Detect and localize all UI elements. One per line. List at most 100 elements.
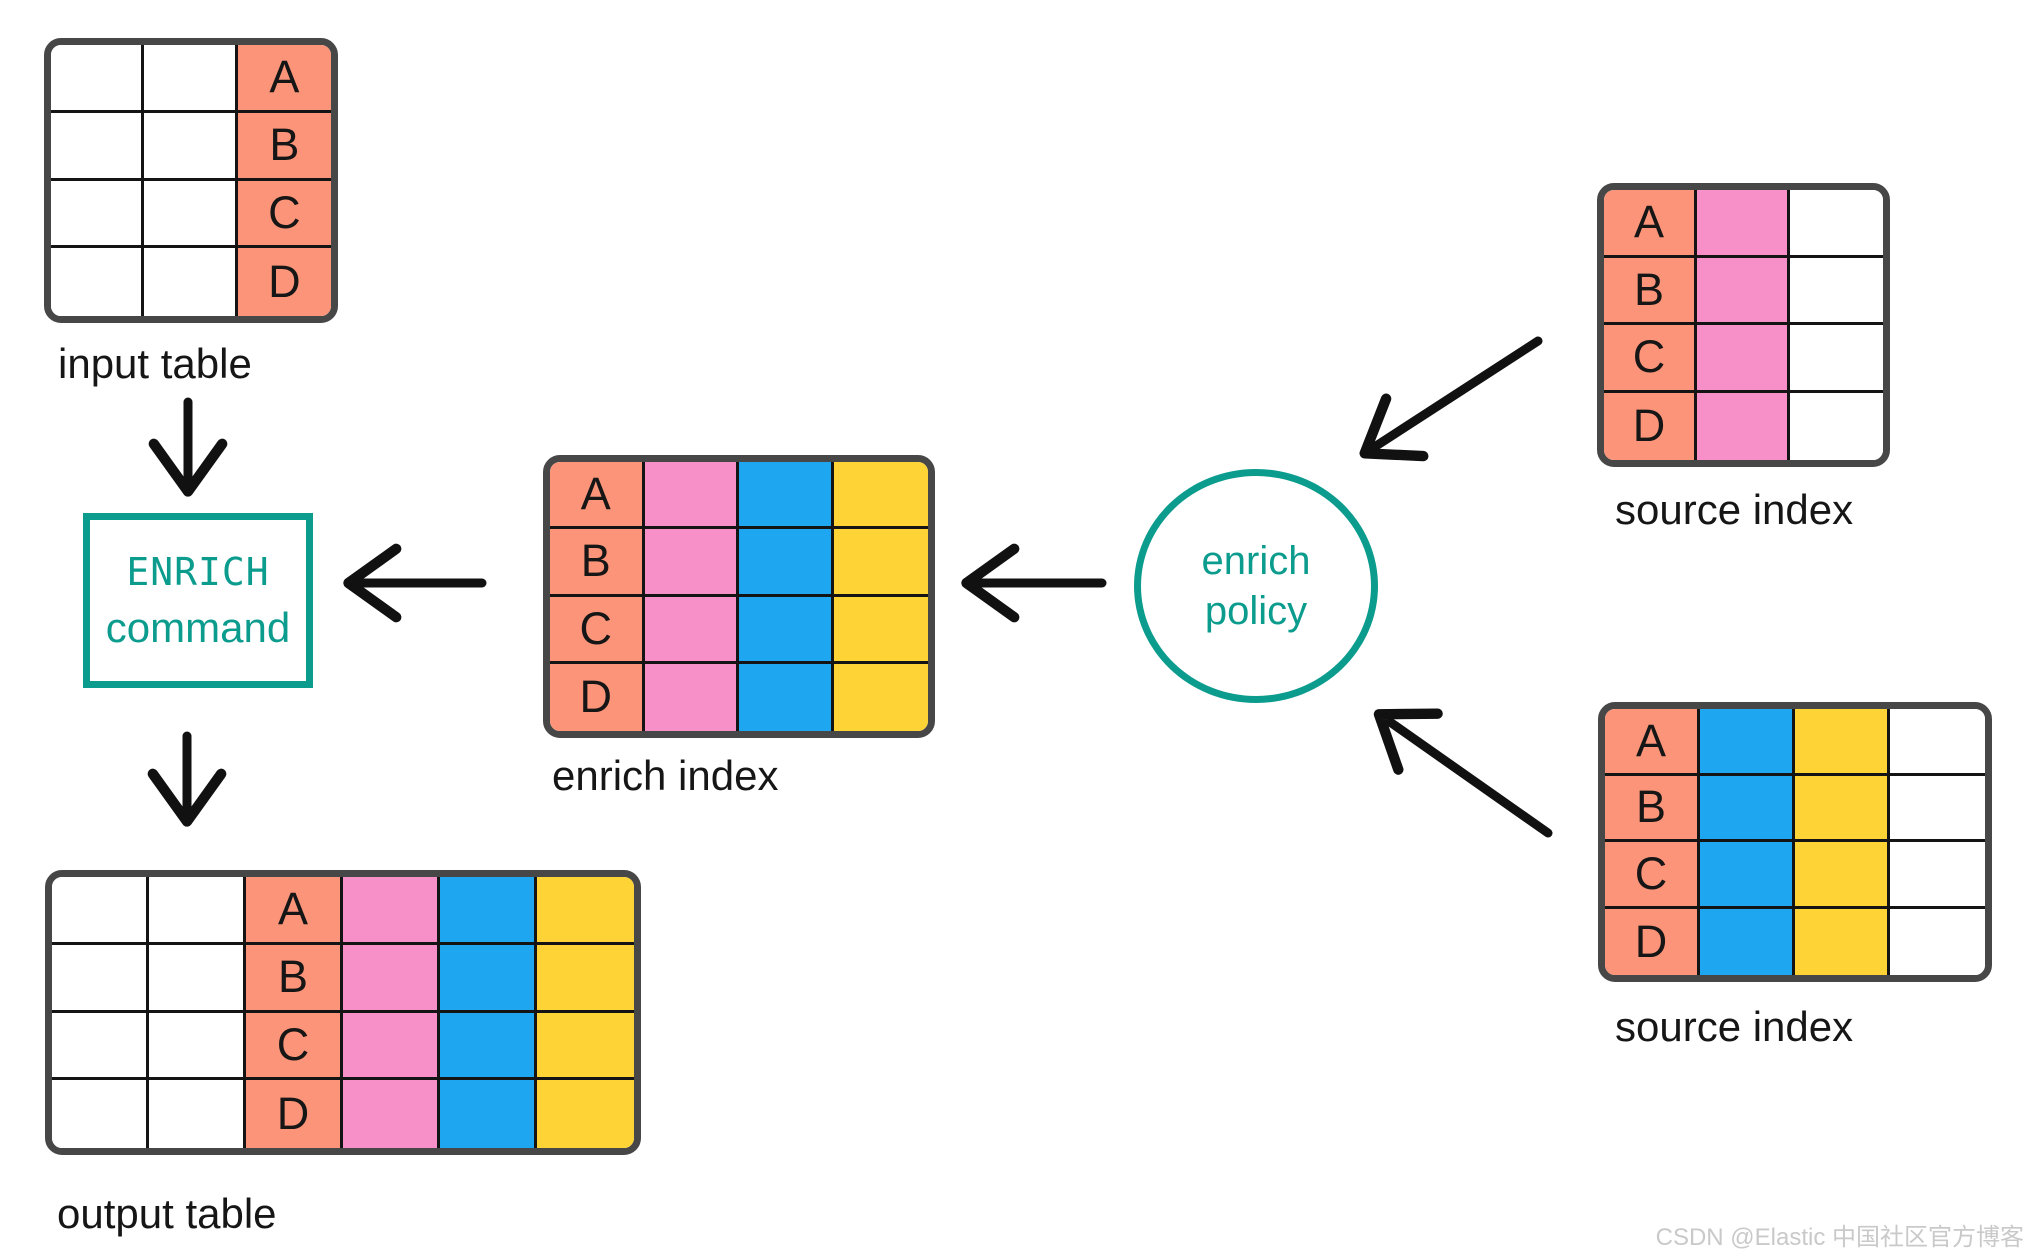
table-cell-yellow xyxy=(537,1012,634,1081)
table-cell-blank xyxy=(144,112,238,181)
table-cell-yellow xyxy=(537,877,634,945)
table-cell-yellow xyxy=(1795,709,1890,776)
table-cell-blue xyxy=(1700,842,1795,909)
table-cell-pink xyxy=(1697,257,1790,325)
table-cell-pink xyxy=(644,462,739,530)
table-cell-blank xyxy=(1790,257,1883,325)
table-cell-pink xyxy=(1697,325,1790,393)
table-cell-key: A xyxy=(237,45,331,113)
table-cell-blank xyxy=(51,45,145,113)
cell-letter: D xyxy=(1634,915,1668,967)
cell-letter: A xyxy=(1633,196,1664,248)
arrow-source-bottom-to-policy xyxy=(1373,708,1553,838)
enrich-policy-circle: enrich policy xyxy=(1134,469,1378,703)
table-cell-blue xyxy=(440,1080,537,1148)
enrich-index-table: A B C D xyxy=(543,455,935,738)
source-index-bottom-table: A B C D xyxy=(1598,702,1992,982)
cell-letter: B xyxy=(580,535,611,587)
table-cell-yellow xyxy=(833,529,928,597)
source-index-top-table: A B C D xyxy=(1597,183,1890,467)
table-cell-pink xyxy=(343,1012,440,1081)
input-table: A B C D xyxy=(44,38,338,323)
table-cell-blank xyxy=(52,944,149,1013)
enrich-command-box: ENRICH command xyxy=(83,513,313,688)
table-cell-blank xyxy=(51,180,145,249)
table-cell-yellow xyxy=(833,462,928,530)
table-cell-yellow xyxy=(1795,842,1890,909)
table-cell-key: D xyxy=(1604,392,1697,460)
table-cell-key: B xyxy=(1604,257,1697,325)
table-cell-key: C xyxy=(237,180,331,249)
table-cell-blank xyxy=(1890,775,1985,842)
table-cell-key: A xyxy=(1604,190,1697,258)
table-cell-blank xyxy=(52,1012,149,1081)
cell-letter: D xyxy=(1632,400,1666,452)
table-cell-blue xyxy=(739,462,834,530)
table-cell-pink xyxy=(343,944,440,1013)
table-cell-blue xyxy=(1700,775,1795,842)
table-cell-key: B xyxy=(246,944,343,1013)
enrich-index-label: enrich index xyxy=(552,752,779,799)
cell-letter: B xyxy=(269,119,300,171)
output-table: A B C D xyxy=(45,870,641,1155)
cell-letter: D xyxy=(276,1088,310,1140)
table-cell-pink xyxy=(1697,392,1790,460)
table-cell-yellow xyxy=(1795,775,1890,842)
table-cell-blue xyxy=(440,1012,537,1081)
table-cell-blue xyxy=(1700,709,1795,776)
cell-letter: C xyxy=(276,1018,310,1070)
enrich-command-word: command xyxy=(105,603,291,651)
cell-letter: B xyxy=(1635,781,1666,833)
arrow-source-top-to-policy xyxy=(1359,336,1543,462)
table-cell-pink xyxy=(343,1080,440,1148)
table-cell-yellow xyxy=(833,663,928,731)
table-cell-blue xyxy=(739,663,834,731)
table-cell-blank xyxy=(1890,908,1985,975)
table-cell-blank xyxy=(1890,842,1985,909)
table-cell-blank xyxy=(52,1080,149,1148)
table-cell-blank xyxy=(149,877,246,945)
table-cell-blank xyxy=(149,1012,246,1081)
cell-letter: D xyxy=(268,256,301,308)
table-cell-yellow xyxy=(537,944,634,1013)
table-cell-key: A xyxy=(550,462,645,530)
table-cell-pink xyxy=(644,596,739,664)
table-cell-key: A xyxy=(1605,709,1700,776)
table-cell-pink xyxy=(1697,190,1790,258)
cell-letter: A xyxy=(1635,714,1666,766)
table-cell-blank xyxy=(149,944,246,1013)
table-cell-key: A xyxy=(246,877,343,945)
table-cell-key: D xyxy=(237,248,331,316)
table-cell-key: C xyxy=(550,596,645,664)
table-cell-key: C xyxy=(1605,842,1700,909)
cell-letter: A xyxy=(580,468,611,520)
cell-letter: C xyxy=(579,602,613,654)
table-cell-yellow xyxy=(833,596,928,664)
enrich-policy-word1: enrich xyxy=(1201,539,1311,583)
cell-letter: C xyxy=(268,186,301,238)
table-cell-pink xyxy=(343,877,440,945)
table-cell-blank xyxy=(51,248,145,316)
cell-letter: B xyxy=(1633,263,1664,315)
table-cell-blank xyxy=(1790,190,1883,258)
table-cell-blue xyxy=(739,596,834,664)
watermark-text: CSDN @Elastic 中国社区官方博客 xyxy=(1655,1224,2024,1251)
cell-letter: C xyxy=(1632,331,1666,383)
table-cell-blank xyxy=(144,180,238,249)
table-cell-blank xyxy=(51,112,145,181)
table-cell-yellow xyxy=(1795,908,1890,975)
cell-letter: B xyxy=(277,951,308,1003)
table-cell-key: C xyxy=(1604,325,1697,393)
table-cell-blue xyxy=(440,944,537,1013)
table-cell-blue xyxy=(739,529,834,597)
table-cell-blue xyxy=(1700,908,1795,975)
source-index-bottom-label: source index xyxy=(1615,1003,1854,1050)
table-cell-blank xyxy=(1790,392,1883,460)
table-cell-key: D xyxy=(550,663,645,731)
table-cell-blank xyxy=(144,248,238,316)
input-table-label: input table xyxy=(58,340,252,387)
enrich-command-keyword: ENRICH xyxy=(126,549,270,594)
table-cell-blank xyxy=(1790,325,1883,393)
table-cell-key: D xyxy=(246,1080,343,1148)
table-cell-key: D xyxy=(1605,908,1700,975)
